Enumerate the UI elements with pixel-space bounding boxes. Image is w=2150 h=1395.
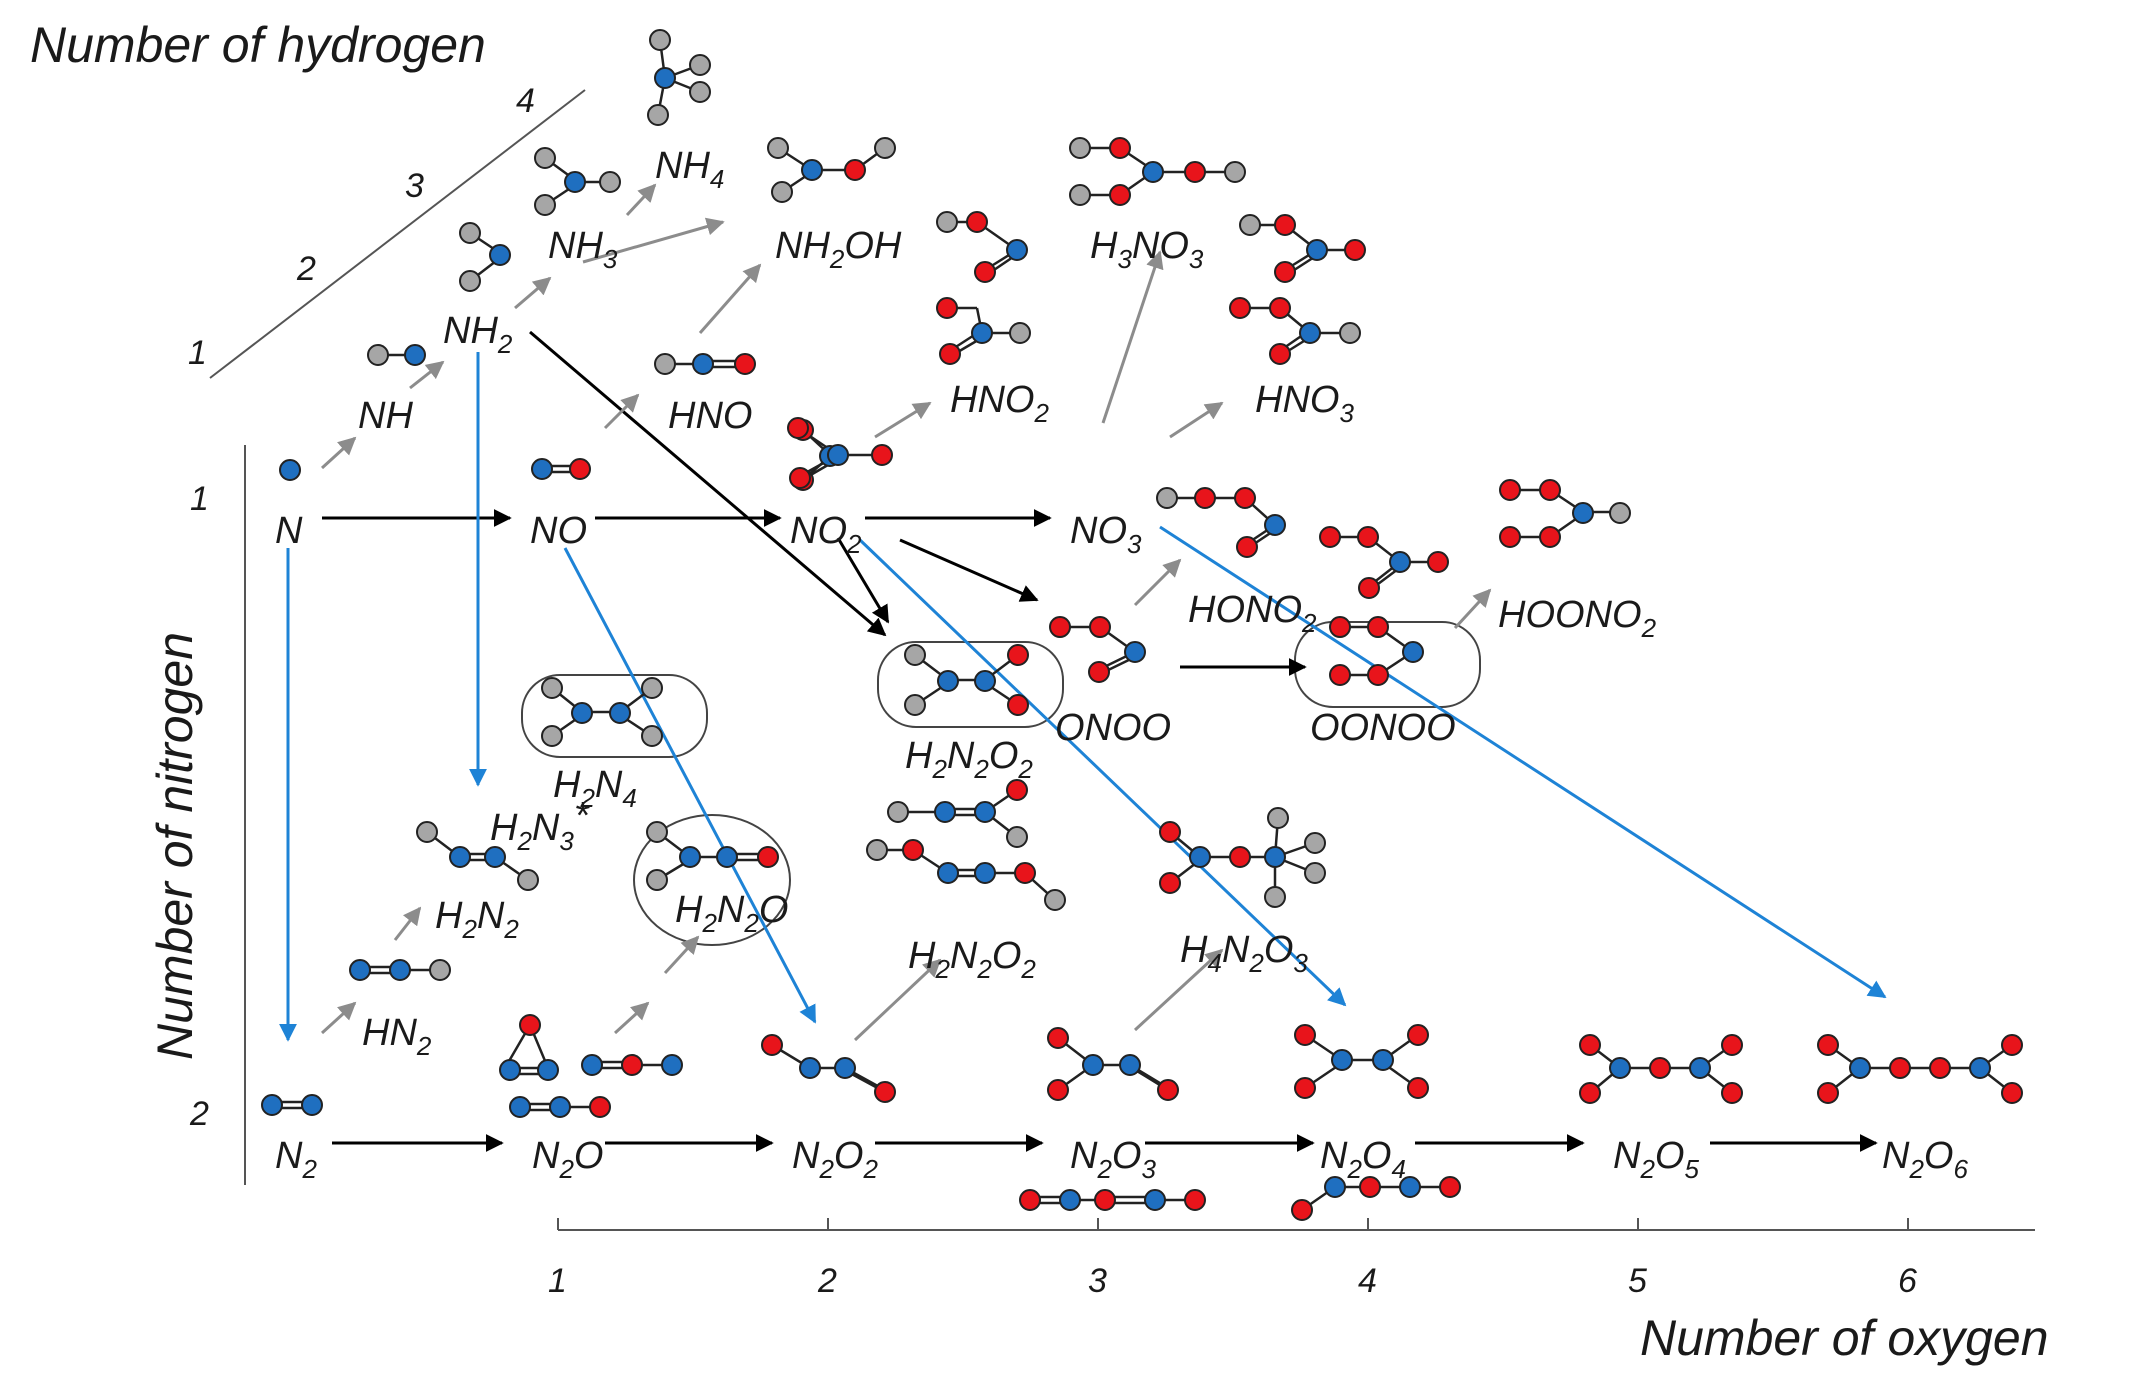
label-N: N xyxy=(275,510,303,552)
label-N2O3: N2O3 xyxy=(1070,1135,1156,1184)
label-ONOO: ONOO xyxy=(1055,707,1171,749)
label-NH: NH xyxy=(358,395,413,437)
label-N2O2: N2O2 xyxy=(792,1135,878,1184)
hydrogen-tick-1: 1 xyxy=(188,334,207,372)
nitrogen-tick-2: 2 xyxy=(189,1095,209,1133)
label-NO3: NO3 xyxy=(1070,510,1142,559)
hydrogen-axis-line xyxy=(209,89,586,379)
oxygen-tick-5: 5 xyxy=(1628,1262,1647,1300)
label-N2O6: N2O6 xyxy=(1882,1135,1968,1184)
nitrogen-tick-1: 1 xyxy=(190,480,209,518)
h2n2o-box xyxy=(633,814,791,946)
atoms xyxy=(261,29,2023,1221)
label-H2N4: H2N4 xyxy=(553,764,637,813)
main-arrows xyxy=(322,330,1878,1152)
label-NH4: NH4 xyxy=(655,145,724,194)
h2n2o2-box xyxy=(877,641,1064,728)
label-HNO3: HNO3 xyxy=(1255,379,1354,428)
label-N2O4: N2O4 xyxy=(1320,1135,1406,1184)
oxygen-tick-1: 1 xyxy=(548,1262,567,1300)
oxygen-tick-3: 3 xyxy=(1088,1262,1107,1300)
hydrogen-tick-2: 2 xyxy=(296,250,316,288)
oxygen-axis xyxy=(557,1218,2035,1231)
label-H2N2O2-boxed: H2N2O2 xyxy=(905,735,1033,784)
label-HNO: HNO xyxy=(668,395,752,437)
hydrogen-tick-3: 3 xyxy=(405,167,424,205)
label-H2N3: H2N3* xyxy=(490,795,590,856)
label-NH2: NH2 xyxy=(443,310,513,359)
oxygen-tick-2: 2 xyxy=(817,1262,837,1300)
label-NH3: NH3 xyxy=(548,225,618,274)
label-N2: N2 xyxy=(275,1135,317,1184)
label-NO2: NO2 xyxy=(790,510,862,559)
dimerization-arrows xyxy=(279,352,1887,1042)
bonds xyxy=(272,39,2013,1212)
hydrogenation-arrows xyxy=(320,183,1492,1042)
label-H3NO3: H3NO3 xyxy=(1090,225,1204,274)
label-H2N2: H2N2 xyxy=(435,895,519,944)
label-H2N2O2: H2N2O2 xyxy=(908,935,1036,984)
label-HNO2: HNO2 xyxy=(950,379,1049,428)
label-HOONO2: HOONO2 xyxy=(1498,594,1657,643)
label-NO: NO xyxy=(530,510,587,552)
hydrogen-axis-title: Number of hydrogen xyxy=(30,17,486,73)
h2n4-box xyxy=(521,674,708,758)
oxygen-tick-4: 4 xyxy=(1358,1262,1377,1300)
nitrogen-axis-title: Number of nitrogen xyxy=(147,632,203,1060)
species-labels: N NO NO2 NO3 NH NH2 NH3 NH4 HNO NH2OH HN… xyxy=(275,145,1968,1184)
label-HN2: HN2 xyxy=(362,1012,432,1061)
label-OONOO: OONOO xyxy=(1310,707,1456,749)
oxygen-axis-title: Number of oxygen xyxy=(1640,1310,2049,1366)
label-H4N2O3: H4N2O3 xyxy=(1180,929,1308,978)
label-N2O5: N2O5 xyxy=(1613,1135,1699,1184)
label-H2N2O: H2N2O xyxy=(675,889,788,938)
label-HONO2: HONO2 xyxy=(1188,589,1317,638)
label-NH2OH: NH2OH xyxy=(775,225,902,274)
label-N2O: N2O xyxy=(532,1135,603,1184)
oxygen-tick-6: 6 xyxy=(1898,1262,1917,1300)
hydrogen-tick-4: 4 xyxy=(516,82,535,120)
